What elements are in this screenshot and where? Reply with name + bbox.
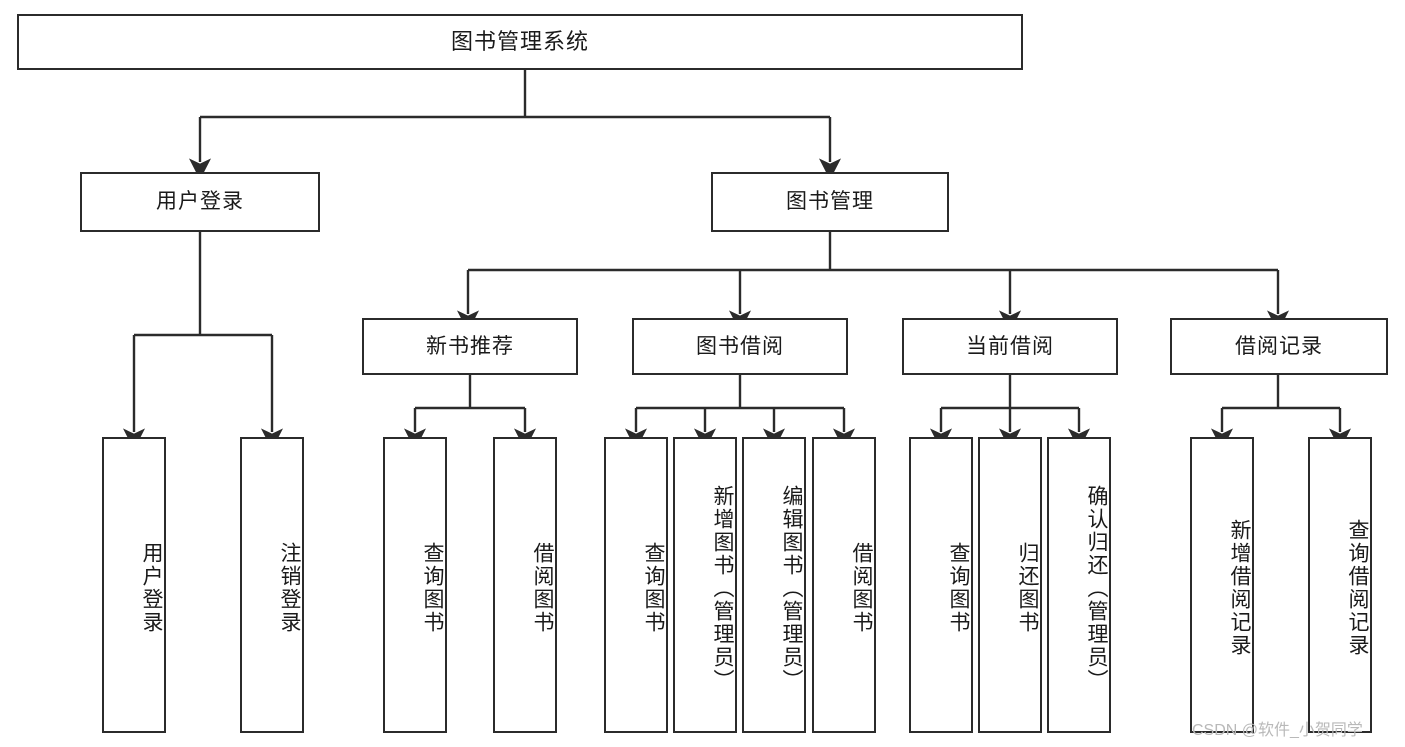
leaf-label: 用户登录 <box>140 542 163 634</box>
node-new-book-recommend[interactable]: 新书推荐 <box>362 318 578 375</box>
leaf-label: 查询图书 <box>642 542 665 634</box>
leaf-label: 查询图书 <box>421 542 444 634</box>
leaf-current-confirm-return-admin[interactable]: 确认归还（管理员） <box>1047 437 1111 733</box>
leaf-label: 归还图书 <box>1016 542 1039 634</box>
node-root-book-management-system[interactable]: 图书管理系统 <box>17 14 1023 70</box>
node-borrow-record[interactable]: 借阅记录 <box>1170 318 1388 375</box>
leaf-label: 借阅图书 <box>531 542 554 634</box>
leaf-label: 注销登录 <box>278 542 301 634</box>
leaf-borrow-query-book[interactable]: 查询图书 <box>604 437 668 733</box>
leaf-borrow-edit-book-admin[interactable]: 编辑图书（管理员） <box>742 437 806 733</box>
leaf-label: 确认归还（管理员） <box>1085 484 1108 692</box>
leaf-current-query-book[interactable]: 查询图书 <box>909 437 973 733</box>
node-book-management[interactable]: 图书管理 <box>711 172 949 232</box>
leaf-user-login-logout[interactable]: 注销登录 <box>240 437 304 733</box>
watermark-csdn: CSDN @软件_小贺同学 <box>1192 722 1363 739</box>
leaf-recommend-query-book[interactable]: 查询图书 <box>383 437 447 733</box>
node-current-borrow[interactable]: 当前借阅 <box>902 318 1118 375</box>
leaf-label: 编辑图书（管理员） <box>780 484 803 692</box>
leaf-record-add-borrow-record[interactable]: 新增借阅记录 <box>1190 437 1254 733</box>
leaf-record-query-borrow-record[interactable]: 查询借阅记录 <box>1308 437 1372 733</box>
leaf-current-return-book[interactable]: 归还图书 <box>978 437 1042 733</box>
leaf-borrow-borrow-book[interactable]: 借阅图书 <box>812 437 876 733</box>
node-book-borrow[interactable]: 图书借阅 <box>632 318 848 375</box>
node-user-login[interactable]: 用户登录 <box>80 172 320 232</box>
leaf-label: 借阅图书 <box>850 542 873 634</box>
leaf-recommend-borrow-book[interactable]: 借阅图书 <box>493 437 557 733</box>
leaf-label: 新增图书（管理员） <box>711 484 734 692</box>
leaf-label: 查询借阅记录 <box>1346 519 1369 657</box>
leaf-label: 新增借阅记录 <box>1228 519 1251 657</box>
leaf-borrow-add-book-admin[interactable]: 新增图书（管理员） <box>673 437 737 733</box>
leaf-label: 查询图书 <box>947 542 970 634</box>
leaf-user-login-login[interactable]: 用户登录 <box>102 437 166 733</box>
